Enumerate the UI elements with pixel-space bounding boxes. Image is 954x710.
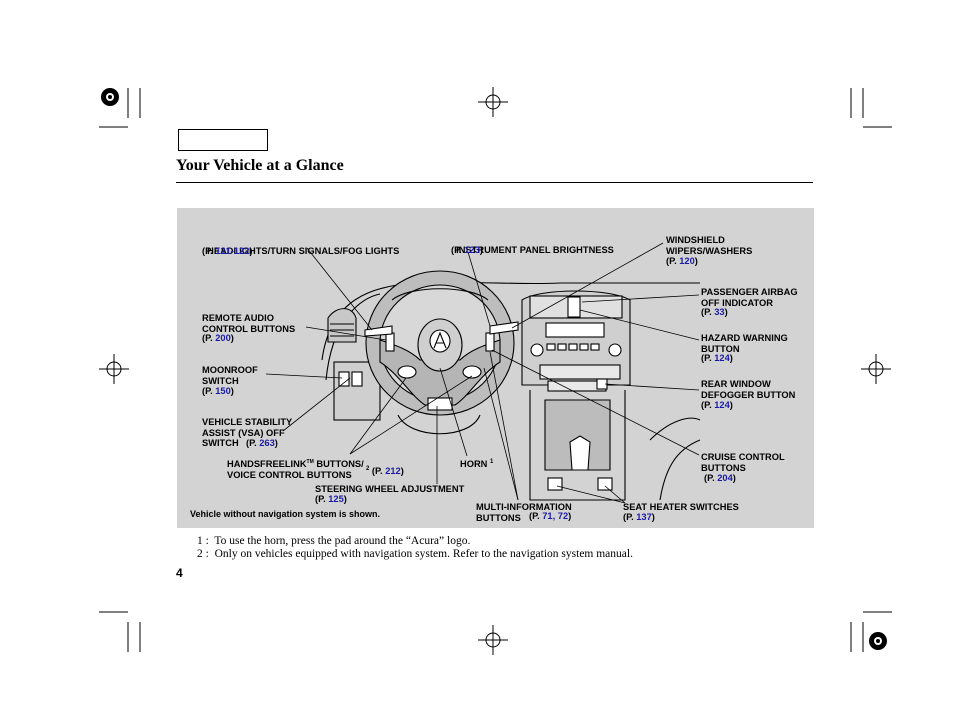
- page-ref-handsfreelink: 2 (P. 212): [366, 466, 404, 477]
- page-title: Your Vehicle at a Glance: [176, 157, 344, 174]
- footnote-1: 1 : To use the horn, press the pad aroun…: [197, 535, 471, 547]
- diagram-caption: Vehicle without navigation system is sho…: [190, 509, 381, 519]
- footnote-2: 2 : Only on vehicles equipped with navig…: [197, 548, 633, 560]
- page-ref-instrument-brightness: (P. 123): [451, 245, 483, 255]
- registration-target-icon: [101, 88, 887, 650]
- page-ref-cruise: (P. 204): [704, 473, 736, 483]
- page-ref-passenger-airbag: (P. 33): [701, 307, 728, 317]
- page-ref-steering-adjustment: (P. 125): [315, 494, 347, 504]
- page-ref-vsa: (P. 263): [246, 438, 278, 448]
- page-ref-moonroof: (P. 150): [202, 386, 234, 396]
- title-rule: [176, 182, 813, 183]
- label-handsfreelink: HANDSFREELINKTM BUTTONS/VOICE CONTROL BU…: [227, 459, 364, 480]
- label-headlights: HEADLIGHTS/TURN SIGNALS/FOG LIGHTS: [207, 245, 400, 256]
- page-ref-rear-defogger: (P. 124): [701, 400, 733, 410]
- label-seat-heater: SEAT HEATER SWITCHES: [623, 502, 739, 512]
- section-tab-box: [178, 129, 268, 151]
- page-ref-seat-heater: (P. 137): [623, 512, 655, 522]
- page-ref-windshield: (P. 120): [666, 256, 698, 266]
- page-ref-multi-info: (P. 71, 72): [529, 511, 572, 521]
- label-horn: HORN 1: [460, 459, 494, 470]
- page-ref-hazard: (P. 124): [701, 353, 733, 363]
- label-instrument-brightness: INSTRUMENT PANEL BRIGHTNESS: [456, 244, 614, 255]
- page-ref-remote-audio: (P. 200): [202, 333, 234, 343]
- page-ref-headlights: (P. 121-122): [202, 246, 253, 256]
- page-number: 4: [176, 566, 183, 580]
- label-steering-adjustment: STEERING WHEEL ADJUSTMENT: [315, 484, 465, 494]
